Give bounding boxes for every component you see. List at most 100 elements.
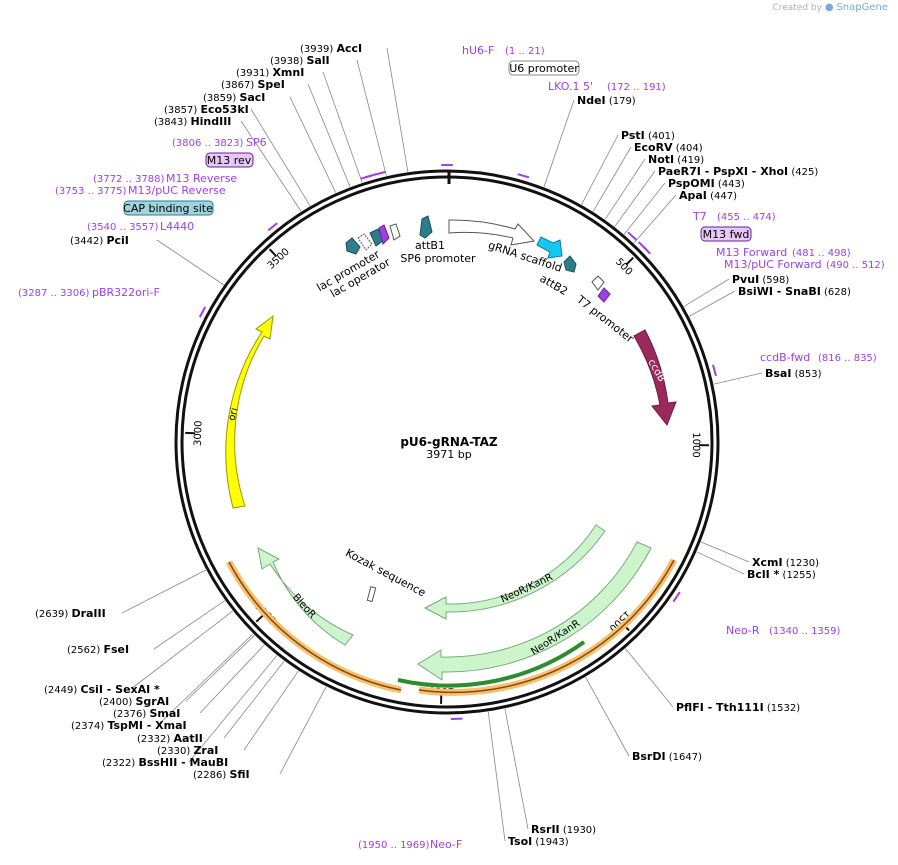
enzyme-label-apai[interactable]: ApaI (447) — [679, 189, 737, 202]
u6-promoter-label: U6 promoter — [509, 62, 579, 75]
primer-lko-name[interactable]: LKO.1 5' — [548, 80, 593, 93]
primer-l4440-name[interactable]: L4440 — [160, 220, 194, 233]
primer-neo-r-range: (1340 .. 1359) — [769, 626, 841, 637]
enzyme-leader-line — [625, 649, 673, 707]
enzyme-leader-line — [684, 279, 729, 306]
watermark-brand: SnapGene — [836, 2, 888, 13]
kozak-marker[interactable] — [367, 587, 375, 602]
attb2-label: attB2 — [538, 272, 570, 298]
enzyme-label-sfii[interactable]: (2286) SfiI — [193, 768, 250, 781]
ori-feature-label: ori — [227, 407, 241, 422]
enzyme-leader-line — [323, 72, 362, 183]
snapgene-watermark: Created by ● SnapGene — [772, 2, 888, 13]
enzyme-leader-line — [624, 183, 665, 234]
primer-site-mark — [518, 174, 529, 177]
primer-m13-puc-forward-name[interactable]: M13/pUC Forward — [724, 258, 822, 271]
primer-pbr322-name[interactable]: pBR322ori-F — [92, 286, 160, 299]
m13-fwd-label: M13 fwd — [703, 228, 750, 241]
enzyme-label-pflfi[interactable]: PflFI - Tth111I (1532) — [676, 701, 800, 714]
enzyme-label-bsshii[interactable]: (2322) BssHII - MauBI — [102, 756, 228, 769]
enzyme-label-bsrdi[interactable]: BsrDI (1647) — [632, 750, 702, 763]
enzyme-leader-line — [701, 542, 749, 562]
primer-m13-reverse-range: (3772 .. 3788) — [93, 174, 165, 185]
primer-pbr322-range: (3287 .. 3306) — [18, 288, 90, 299]
plasmid-length: 3971 bp — [426, 448, 471, 461]
enzyme-leader-line — [200, 645, 264, 713]
enzyme-label-spei[interactable]: (3867) SpeI — [221, 78, 285, 91]
enzyme-label-bsai[interactable]: BsaI (853) — [765, 367, 822, 380]
enzyme-leader-line — [308, 84, 350, 187]
enzyme-leader-line — [131, 611, 233, 689]
primer-m13-puc-forward-range: (490 .. 512) — [826, 260, 885, 271]
sp6-promoter-label: SP6 promoter — [400, 252, 476, 265]
primer-m13-puc-reverse-name[interactable]: M13/pUC Reverse — [128, 184, 226, 197]
enzyme-leader-line — [615, 171, 655, 227]
primer-site-mark — [200, 307, 205, 317]
enzyme-leader-line — [290, 97, 336, 193]
enzyme-label-bsiwi[interactable]: BsiWI - SnaBI (628) — [738, 285, 851, 298]
primer-t7-name[interactable]: T7 — [692, 210, 707, 223]
enzyme-leader-line — [357, 60, 386, 176]
primer-neo-f-name[interactable]: Neo-F — [430, 838, 462, 851]
enzyme-label-bcli[interactable]: BclI * (1255) — [747, 568, 816, 581]
enzyme-leader-line — [605, 159, 645, 219]
primer-ccdb-fwd-range: (816 .. 835) — [818, 353, 877, 364]
primer-site-mark — [673, 592, 679, 602]
scale-tick-label: 3000 — [193, 420, 205, 446]
primer-m13-reverse-name[interactable]: M13 Reverse — [166, 172, 237, 185]
enzyme-leader-line — [157, 240, 224, 285]
enzyme-leader-line — [593, 147, 631, 211]
primer-ccdb-fwd-name[interactable]: ccdB-fwd — [760, 351, 810, 364]
primer-l4440-range: (3540 .. 3557) — [87, 222, 159, 233]
enzyme-label-pcii[interactable]: (3442) PciI — [70, 234, 129, 247]
primer-site-mark — [713, 365, 716, 376]
primer-sp6-range: (3806 .. 3823) — [172, 138, 244, 149]
lac-promoter-arrow[interactable] — [346, 238, 360, 254]
bleor-feature-label: BleoR — [290, 592, 318, 621]
enzyme-leader-line — [544, 100, 574, 187]
primer-neo-r-name[interactable]: Neo-R — [726, 624, 760, 637]
enzyme-leader-line — [122, 570, 206, 613]
enzyme-leader-line — [697, 552, 744, 574]
attb1-label: attB1 — [415, 239, 445, 252]
primer-m13-puc-reverse-range: (3753 .. 3775) — [55, 186, 127, 197]
primer-hu6-f-range: (1 .. 21) — [505, 46, 545, 57]
enzyme-label-draiii[interactable]: (2639) DraIII — [35, 607, 106, 620]
enzyme-leader-line — [488, 712, 505, 841]
primer-site-mark — [642, 245, 650, 253]
neor-kanr-arrow-1[interactable] — [425, 525, 605, 619]
enzyme-leader-line — [634, 195, 676, 243]
enzyme-label-hindiii[interactable]: (3843) HindIII — [154, 115, 231, 128]
primer-sp6-name[interactable]: SP6 — [246, 136, 267, 149]
enzyme-leader-line — [280, 687, 326, 774]
enzyme-leader-line — [689, 291, 735, 316]
primer-t7-range: (455 .. 474) — [717, 212, 776, 223]
bleor-feature-arrow[interactable] — [258, 548, 353, 645]
plasmid-name: pU6-gRNA-TAZ — [400, 435, 498, 449]
primer-neo-f-range: (1950 .. 1969) — [358, 840, 430, 851]
attb1-arrow[interactable] — [420, 216, 432, 238]
primer-site-mark — [268, 223, 277, 230]
enzyme-label-tspmi[interactable]: (2374) TspMI - XmaI — [71, 719, 187, 732]
enzyme-label-tsoi[interactable]: TsoI (1943) — [508, 835, 569, 848]
t7-purple-arrow[interactable] — [598, 288, 610, 302]
kozak-label: Kozak sequence — [343, 546, 428, 599]
white-small-arrow[interactable] — [390, 224, 400, 240]
t7-white-arrow[interactable] — [592, 276, 604, 290]
neor-kanr-label-1: NeoR/KanR — [499, 572, 554, 606]
enzyme-leader-line — [505, 709, 528, 829]
ccdB-feature-label: ccdB — [645, 358, 667, 385]
enzyme-leader-line — [586, 677, 629, 756]
enzyme-leader-line — [387, 48, 408, 172]
primer-lko-range: (172 .. 191) — [607, 82, 666, 93]
enzyme-leader-line — [224, 661, 284, 738]
enzyme-label-ndei[interactable]: NdeI (179) — [577, 94, 636, 107]
watermark-prefix: Created by — [772, 3, 822, 13]
attb2-arrow[interactable] — [564, 256, 576, 272]
snapgene-logo-icon: ● — [825, 2, 834, 13]
enzyme-label-rsrii[interactable]: RsrII (1930) — [531, 823, 596, 836]
enzyme-label-fsei[interactable]: (2562) FseI — [67, 643, 129, 656]
cap-binding-site-label: CAP binding site — [123, 202, 213, 215]
primer-hu6-f-name[interactable]: hU6-F — [462, 44, 494, 57]
